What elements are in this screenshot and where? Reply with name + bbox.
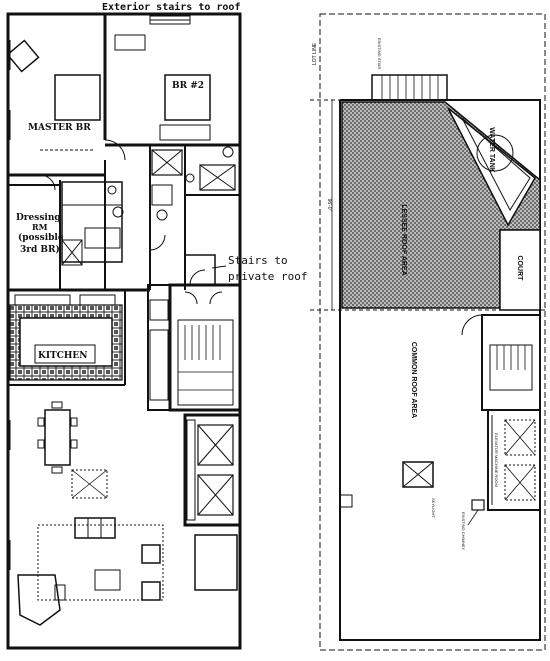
left-unit-plan [6,12,242,650]
master-br-label: MASTER BR [28,123,91,133]
right-roof-plan [310,13,546,651]
lot-line-label: LOT LINE [312,42,318,65]
court-label: COURT [516,256,523,282]
piano-icon [17,574,61,626]
dressing-label-4: 3rd BR) [20,244,60,255]
skylight-label: SKYLIGHT [431,498,436,518]
dimension-label: 96'-0" [326,199,332,212]
lessee-roof-label: LESSEE ROOF AREA [400,204,407,275]
stairs-label-2: private roof [228,270,307,283]
common-roof-label: COMMON ROOF AREA [410,342,417,418]
exterior-stairs-label: Exterior stairs to roof [102,1,240,13]
water-tank-label: WATER TANK [488,127,495,173]
lot-line [319,13,546,651]
existing-stair-label: EXISTING STAIR [377,38,382,69]
chimney-label: EXISTING CHIMNEY [461,512,466,551]
br2-label: BR #2 [172,81,204,91]
dressing-label-1: Dressing [16,213,61,223]
dressing-label-2: RM [32,222,48,232]
kitchen-label: KITCHEN [38,351,87,361]
dressing-label-3: (possible [18,232,64,243]
stairs-label-1: Stairs to [228,254,288,267]
elevator-room-label: ELEVATOR MACHINE ROOM [494,433,499,487]
